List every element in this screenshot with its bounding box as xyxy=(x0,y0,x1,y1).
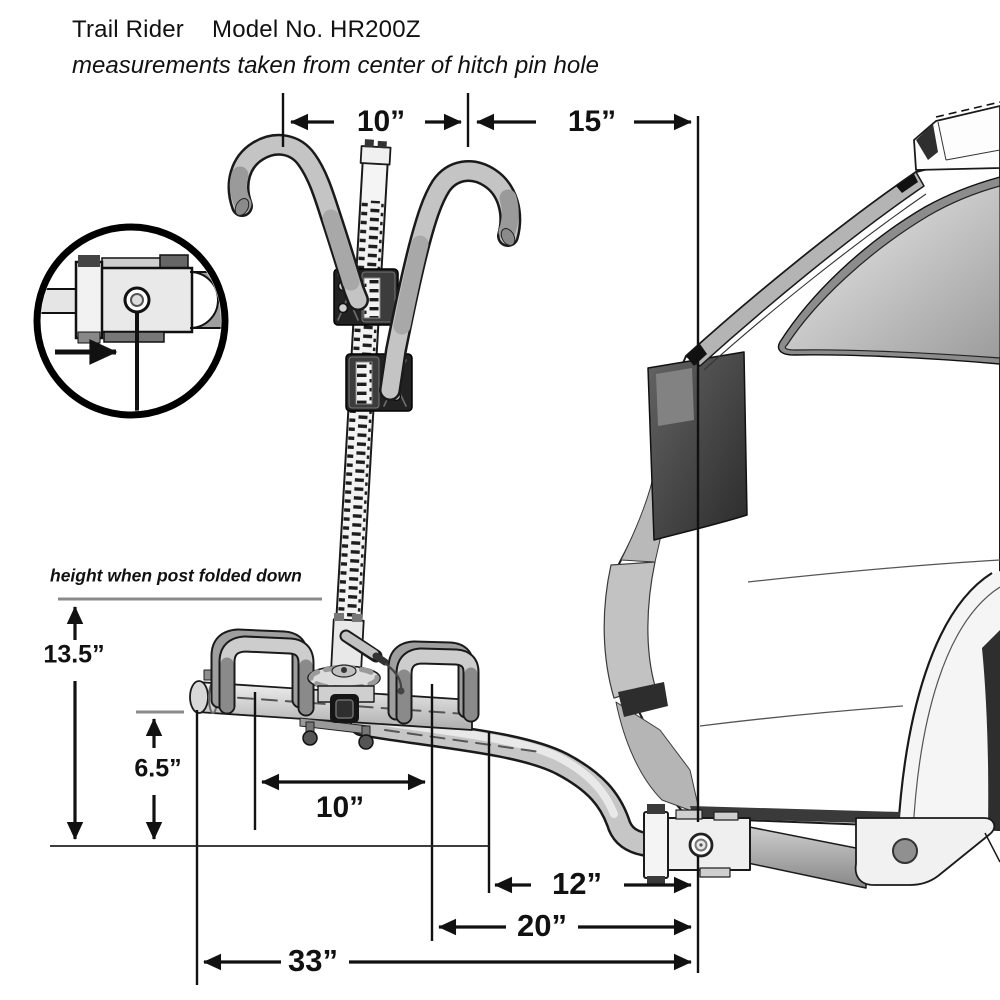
wheel xyxy=(982,630,1000,830)
belt-crease xyxy=(747,559,1000,583)
wheel-arch-outline xyxy=(896,572,993,833)
right-cradle-hoop xyxy=(387,640,480,725)
roof-rail xyxy=(685,171,925,367)
crossbar-end-cap xyxy=(189,680,209,714)
spoiler-facet xyxy=(937,121,1000,161)
roofline-trim xyxy=(703,193,927,371)
bike-rack xyxy=(189,133,751,886)
model-number: Model No. HR200Z xyxy=(212,16,421,43)
wheel-arch-lip xyxy=(912,586,1000,833)
label-bottom-outer: 33” xyxy=(288,943,338,978)
spoiler-wedge xyxy=(916,124,938,160)
hitch-pin-detail-inset xyxy=(33,223,229,419)
window-glass xyxy=(784,185,1000,359)
bracket-edge-line xyxy=(984,832,1000,863)
label-top-hook-spacing: 10” xyxy=(356,105,406,138)
fold-pivot-mechanism xyxy=(299,613,405,750)
label-folded-height-note: height when post folded down xyxy=(50,565,302,586)
receiver-bracket xyxy=(854,817,996,886)
label-folded-height: 13.5” xyxy=(43,640,105,669)
dimension-annotations xyxy=(50,93,700,985)
right-hook-arm xyxy=(379,160,522,401)
product-name: Trail Rider xyxy=(72,16,184,43)
left-cradle-hoop xyxy=(210,628,315,717)
label-bottom-middle: 20” xyxy=(517,908,567,943)
label-top-hook-to-pin: 15” xyxy=(567,105,617,138)
rocker-strip xyxy=(690,806,900,824)
label-ground-clearance: 6.5” xyxy=(134,754,182,783)
diagram-title: Trail Rider Model No. HR200Z xyxy=(72,16,421,44)
hitch-shank xyxy=(643,804,751,886)
roof-rail-tip-low xyxy=(686,344,707,366)
roof-rail-tip-high xyxy=(896,174,918,193)
bumper-corner-facet xyxy=(603,561,656,699)
left-hook-arm xyxy=(227,133,369,311)
diagram-subtitle: measurements taken from center of hitch … xyxy=(72,52,599,79)
bumper-vent xyxy=(618,682,668,717)
bracket-hole xyxy=(892,838,918,864)
label-bottom-inner: 12” xyxy=(552,866,602,901)
wheel-arch-opening xyxy=(900,571,1000,830)
door-crease xyxy=(699,705,904,727)
vehicle-rear-quarter xyxy=(603,101,1000,889)
d-pillar-notch xyxy=(656,368,694,426)
label-cradle-spacing: 10” xyxy=(315,791,365,824)
spoiler-dashed-edge xyxy=(935,101,1000,118)
swing-arm-hidden-line xyxy=(384,729,541,753)
